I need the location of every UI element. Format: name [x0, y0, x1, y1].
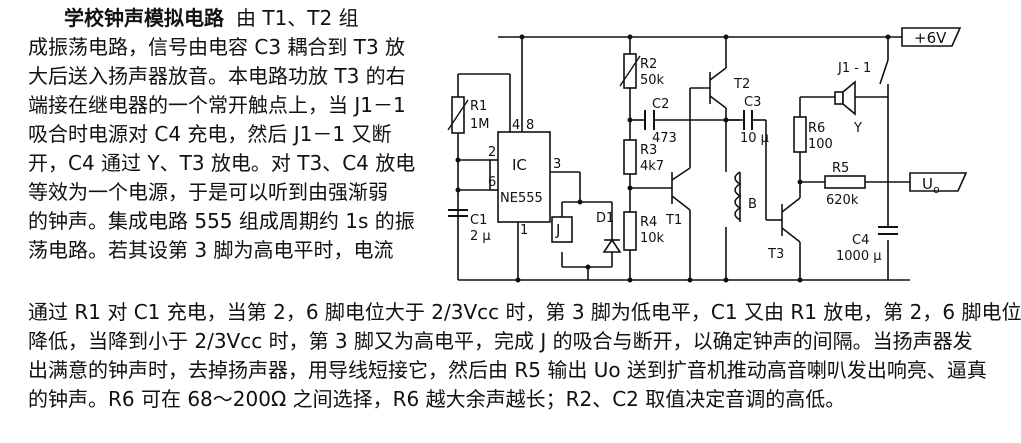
- vcc-label: +6V: [914, 29, 947, 47]
- lead-line-6: 开，C4 通过 Y、T3 放电。对 T3、C4 放电: [28, 151, 416, 175]
- r3-body: [623, 139, 637, 175]
- j11-label: J1 - 1: [837, 61, 871, 76]
- lead-line-2: 成振荡电路，信号由电容 C3 耦合到 T3 放: [28, 35, 406, 59]
- body-line-4: 的钟声。R6 可在 68～200Ω 之间选择，R6 越大余声越长；R2、C2 取…: [28, 387, 846, 411]
- ic-body: [497, 131, 551, 223]
- r6-body: [793, 116, 807, 153]
- wiring: [457, 36, 910, 281]
- r1-value: 1M: [470, 117, 490, 132]
- pin2-label: 2: [488, 145, 496, 160]
- intro-paragraph: 学校钟声模拟电路由 T1、T2 组成振荡电路，信号由电容 C3 耦合到 T3 放…: [28, 4, 468, 265]
- coil-b-label: B: [748, 197, 757, 212]
- t1-label: T1: [665, 213, 682, 228]
- r3-value: 4k7: [640, 159, 664, 174]
- r4-body: [623, 211, 637, 251]
- c2-value: 473: [652, 131, 677, 146]
- r2-label: R2: [640, 57, 657, 72]
- body-line-1: 通过 R1 对 C1 充电，当第 2，6 脚电位大于 2/3Vcc 时，第 3 …: [28, 300, 1021, 324]
- r2-value: 50k: [640, 73, 665, 88]
- lead-line-3: 大后送入扬声器放音。本电路功放 T3 的右: [28, 64, 406, 88]
- body-paragraph: 通过 R1 对 C1 充电，当第 2，6 脚电位大于 2/3Vcc 时，第 3 …: [28, 298, 1021, 414]
- c4-value: 1000 μ: [836, 249, 882, 264]
- c3-label: C3: [744, 95, 761, 110]
- body-line-3: 出满意的钟声时，去掉扬声器，用导线短接它，然后由 R5 输出 Uo 送到扩音机推…: [28, 358, 987, 382]
- coil-b: [734, 171, 742, 221]
- c2-label: C2: [652, 97, 669, 112]
- circuit-diagram: +6V Uo R1 1M C1 2 μ 4 8 2 6 3 1 IC NE555…: [447, 27, 968, 283]
- t3-label: T3: [767, 247, 784, 262]
- lead-line-5: 吸合时电源对 C4 充电，然后 J1－1 又断: [28, 122, 392, 146]
- r6-label: R6: [808, 121, 825, 136]
- r5-label: R5: [832, 161, 849, 176]
- lead-line-4: 端接在继电器的一个常开触点上，当 J1－1: [28, 93, 406, 117]
- ic-model: NE555: [500, 191, 543, 206]
- body-line-2: 降低，当降到小于 2/3Vcc 时，第 3 脚又为高电平，完成 J 的吸合与断开…: [28, 329, 973, 353]
- lead-line-7: 等效为一个电源，于是可以听到由强渐弱: [28, 180, 388, 204]
- capacitors: [448, 110, 898, 235]
- lead-line-9: 荡电路。若其设第 3 脚为高电平时，电流: [28, 238, 394, 262]
- t2-label: T2: [733, 77, 750, 92]
- r1-label: R1: [470, 99, 487, 114]
- r5-body: [824, 175, 866, 189]
- terminals: [901, 27, 968, 192]
- r4-label: R4: [640, 215, 657, 230]
- diode-d1: [602, 238, 622, 253]
- d1-label: D1: [596, 211, 614, 226]
- speaker-y-label: Y: [853, 121, 862, 136]
- c3-value: 10 μ: [740, 131, 769, 146]
- c1-label: C1: [470, 213, 487, 228]
- pin8-label: 8: [526, 118, 534, 133]
- r5-value: 620k: [826, 193, 859, 208]
- variable-arrows: [447, 55, 641, 131]
- pin6-label: 6: [488, 175, 496, 190]
- relay-coil: [551, 216, 573, 243]
- lead-line-1: 由 T1、T2 组: [236, 6, 359, 30]
- ic-label: IC: [512, 156, 527, 174]
- c4-label: C4: [852, 233, 869, 248]
- uo-label: Uo: [922, 175, 940, 196]
- junction-dots: [455, 34, 891, 283]
- r4-value: 10k: [640, 231, 665, 246]
- r3-label: R3: [640, 143, 657, 158]
- relay-label: J: [555, 221, 560, 239]
- pin4-label: 4: [512, 118, 520, 133]
- r6-value: 100: [808, 137, 833, 152]
- speaker-y: [834, 80, 856, 116]
- pin1-label: 1: [520, 223, 528, 238]
- lead-line-8: 的钟声。集成电路 555 组成周期约 1s 的振: [28, 209, 415, 233]
- vcc-terminal: [901, 27, 962, 47]
- pin3-label: 3: [553, 157, 561, 172]
- uo-terminal: [909, 172, 968, 192]
- circuit-title: 学校钟声模拟电路: [64, 6, 224, 30]
- c1-value: 2 μ: [470, 229, 491, 244]
